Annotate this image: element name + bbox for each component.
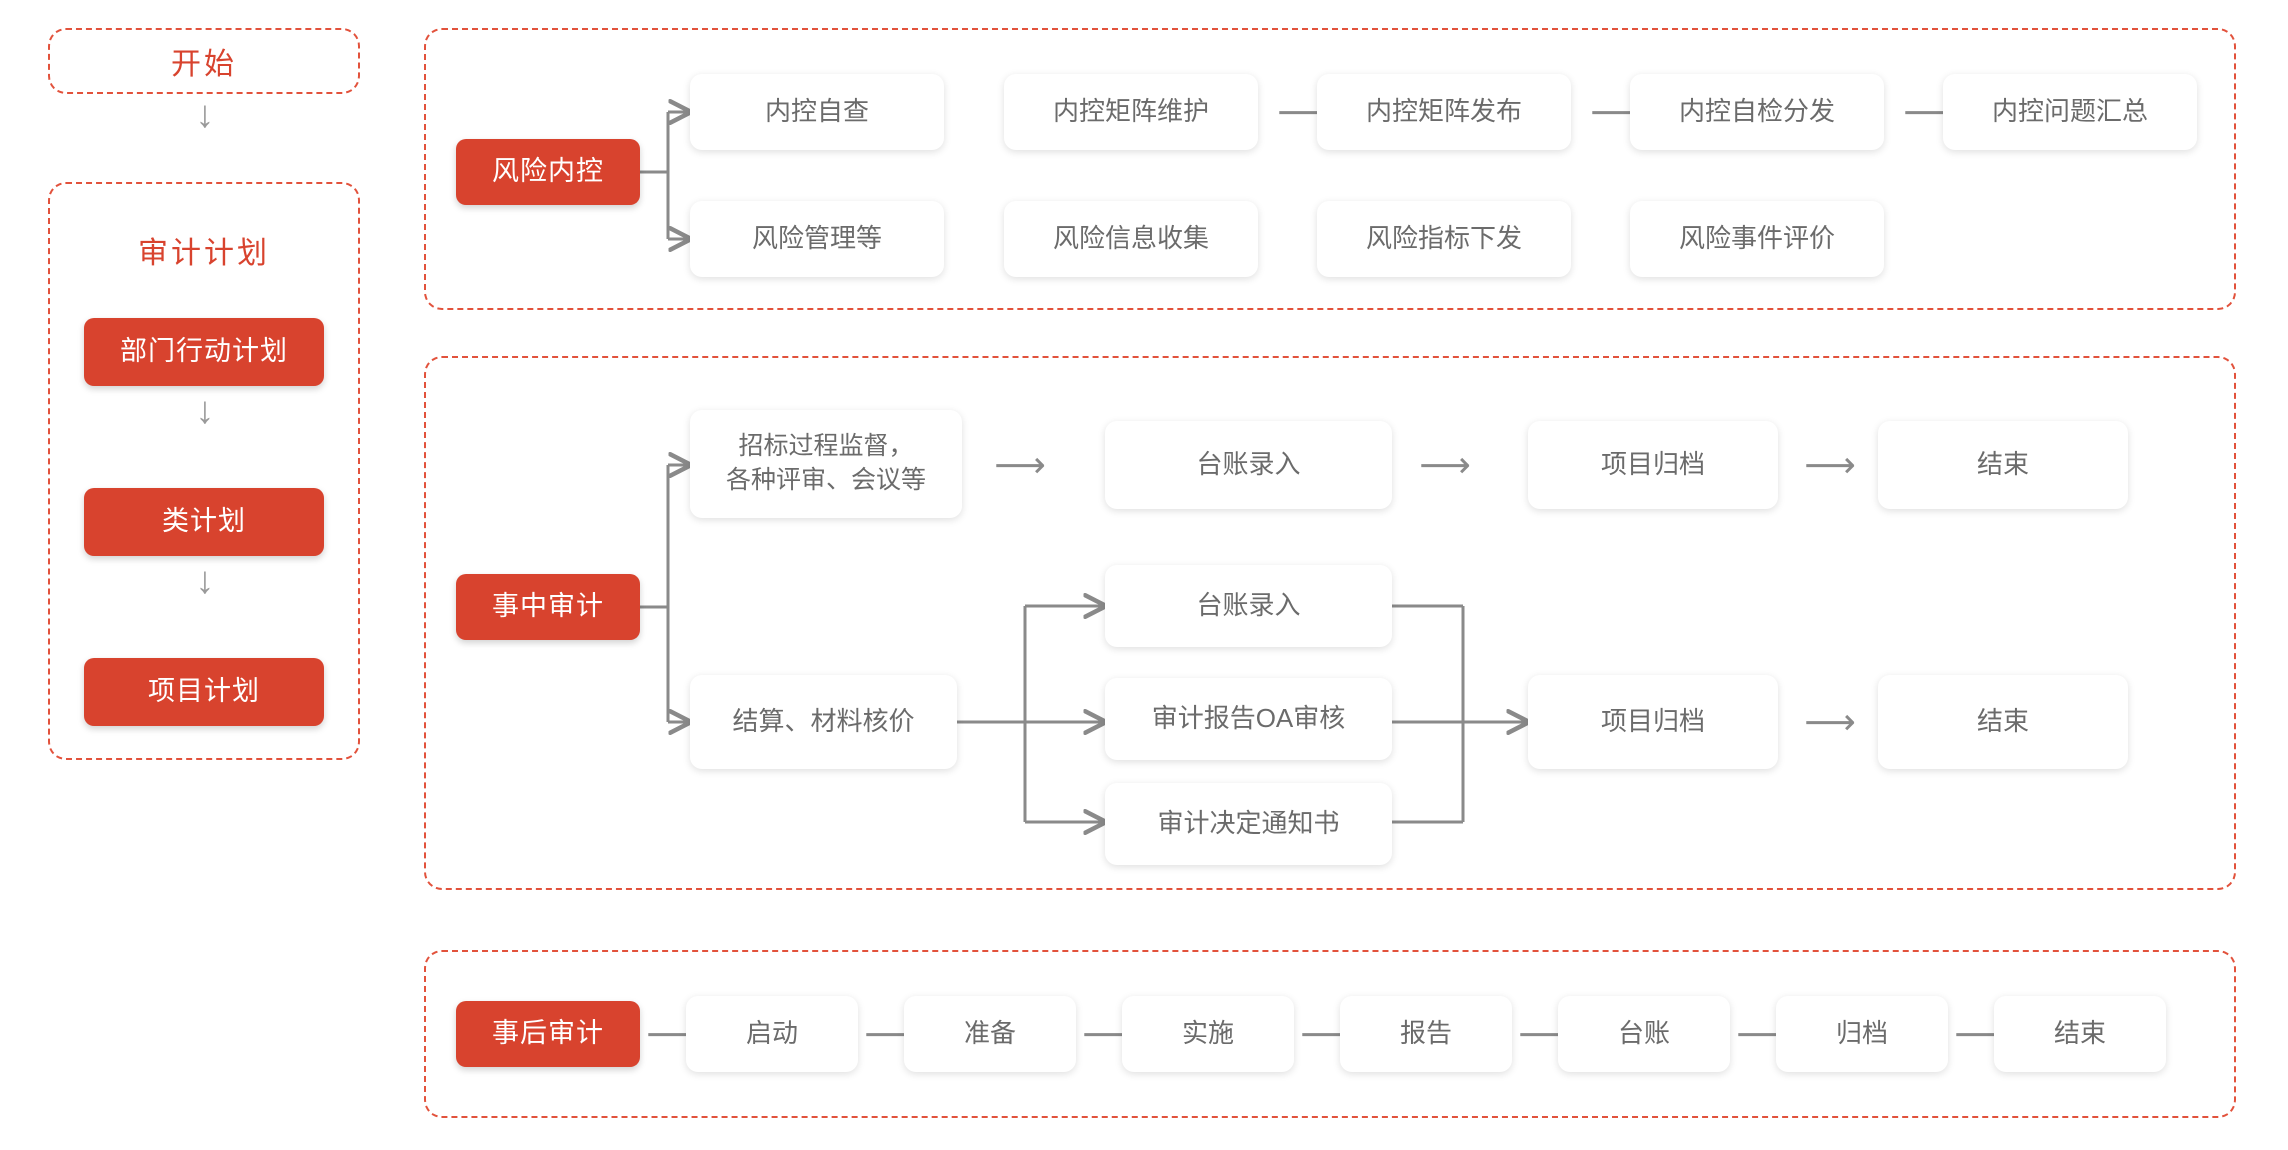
node-post-audit-start[interactable]: 启动: [686, 996, 858, 1072]
node-s2-top-end[interactable]: 结束: [1878, 421, 2128, 509]
arrow-s2-top-1-2: ⟶: [994, 444, 1046, 485]
arrow-plan-1-2: ↓: [195, 390, 215, 432]
node-risk-event-evaluation[interactable]: 风险事件评价: [1630, 201, 1884, 277]
node-internal-control-matrix-release[interactable]: 内控矩阵发布: [1317, 74, 1571, 150]
start-group: [48, 28, 360, 94]
start-label: 开始: [48, 28, 360, 94]
node-internal-control-self-inspection-distribution[interactable]: 内控自检分发: [1630, 74, 1884, 150]
section-label-risk-internal-control[interactable]: 风险内控: [456, 139, 640, 205]
audit-plan-title: 审计计划: [138, 237, 270, 270]
node-settlement-material-pricing[interactable]: 结算、材料核价: [690, 675, 957, 769]
node-post-audit-report[interactable]: 报告: [1340, 996, 1512, 1072]
plan-step-department-action[interactable]: 部门行动计划: [84, 318, 324, 386]
arrow-s2-top-3-4: ⟶: [1804, 444, 1856, 485]
node-s2-bottom-project-archive[interactable]: 项目归档: [1528, 675, 1778, 769]
node-risk-indicator-issuance[interactable]: 风险指标下发: [1317, 201, 1571, 277]
section-during-audit-group: [424, 356, 2236, 890]
section-risk-internal-control-group: [424, 28, 2236, 310]
section-post-audit-group: [424, 950, 2236, 1118]
node-s2-bottom-end[interactable]: 结束: [1878, 675, 2128, 769]
audit-plan-group: [48, 182, 360, 760]
node-internal-control-matrix-maintenance[interactable]: 内控矩阵维护: [1004, 74, 1258, 150]
node-post-audit-end[interactable]: 结束: [1994, 996, 2166, 1072]
node-post-audit-archive[interactable]: 归档: [1776, 996, 1948, 1072]
node-risk-info-collection[interactable]: 风险信息收集: [1004, 201, 1258, 277]
plan-step-category-plan[interactable]: 类计划: [84, 488, 324, 556]
node-post-audit-implement[interactable]: 实施: [1122, 996, 1294, 1072]
node-audit-report-oa-review[interactable]: 审计报告OA审核: [1105, 678, 1392, 760]
node-s2-top-project-archive[interactable]: 项目归档: [1528, 421, 1778, 509]
node-audit-decision-notice[interactable]: 审计决定通知书: [1105, 783, 1392, 865]
section-label-post-audit[interactable]: 事后审计: [456, 1001, 640, 1067]
node-post-audit-prepare[interactable]: 准备: [904, 996, 1076, 1072]
start-label-text: 开始: [171, 48, 237, 81]
node-s2-top-ledger-entry[interactable]: 台账录入: [1105, 421, 1392, 509]
arrow-start-to-plan: ↓: [195, 94, 215, 136]
node-s2-bottom-ledger-entry[interactable]: 台账录入: [1105, 565, 1392, 647]
node-risk-management-etc[interactable]: 风险管理等: [690, 201, 944, 277]
node-post-audit-ledger[interactable]: 台账: [1558, 996, 1730, 1072]
section-label-during-audit[interactable]: 事中审计: [456, 574, 640, 640]
plan-step-project-plan[interactable]: 项目计划: [84, 658, 324, 726]
node-internal-control-self-check[interactable]: 内控自查: [690, 74, 944, 150]
node-internal-control-issue-summary[interactable]: 内控问题汇总: [1943, 74, 2197, 150]
node-bidding-supervision-reviews[interactable]: 招标过程监督， 各种评审、会议等: [690, 410, 962, 518]
arrow-s2-top-2-3: ⟶: [1419, 444, 1471, 485]
arrow-s2-bottom-archive-end: ⟶: [1804, 701, 1856, 742]
arrow-plan-2-3: ↓: [195, 560, 215, 602]
